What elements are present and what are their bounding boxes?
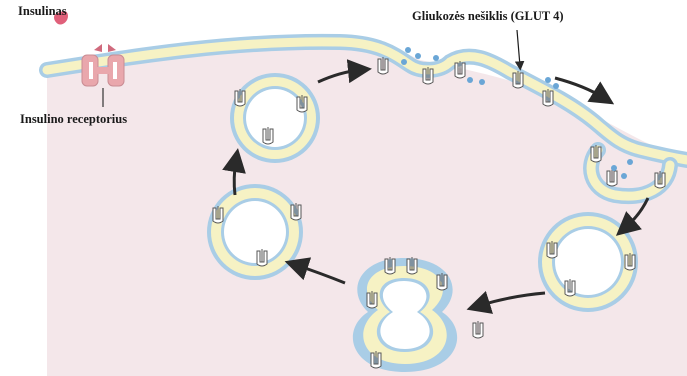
insulin-label: Insulinas <box>18 4 67 18</box>
receptor-label: Insulino receptorius <box>20 112 127 126</box>
vesicle-right <box>538 212 638 312</box>
glut4-pointer <box>517 30 520 66</box>
vesicle-left <box>207 184 303 280</box>
glut4-label: Gliukozės nešiklis (GLUT 4) <box>412 9 564 23</box>
vesicle-top-left <box>230 73 320 163</box>
endosome-budding <box>353 258 457 372</box>
